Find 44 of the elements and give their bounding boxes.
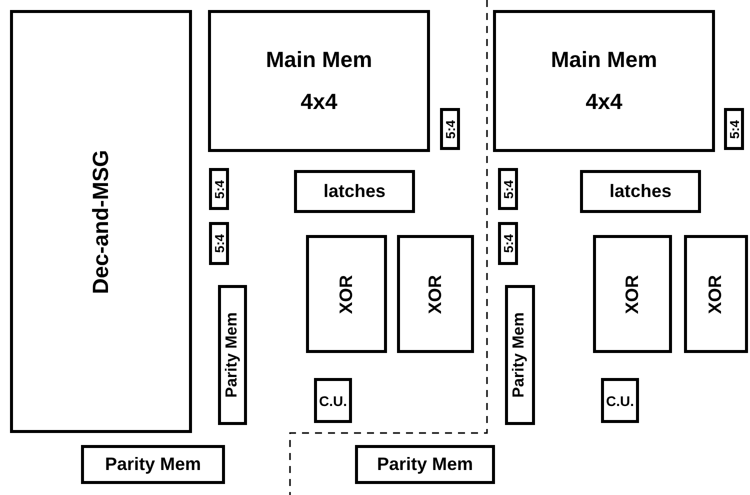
control-unit-block — [601, 378, 639, 423]
ratio-block — [724, 108, 744, 150]
block-label: latches — [323, 181, 386, 202]
block-label: Parity Mem — [376, 454, 474, 475]
memory-block — [218, 285, 247, 425]
memory-block — [355, 445, 495, 484]
xor-block — [306, 235, 387, 353]
xor-block — [397, 235, 474, 353]
block-label: Parity Mem — [224, 312, 242, 398]
memory-block — [493, 10, 715, 152]
block-label: XOR — [336, 274, 357, 314]
xor-block — [593, 235, 672, 353]
memory-block — [81, 445, 225, 484]
ratio-block — [209, 168, 229, 210]
block-label: Main Mem — [550, 47, 658, 73]
ratio-block — [209, 222, 229, 265]
block-label: 4x4 — [586, 89, 622, 115]
block-label: XOR — [706, 274, 726, 314]
ratio-block — [498, 168, 518, 210]
block-label: XOR — [425, 274, 446, 314]
memory-block — [208, 10, 430, 152]
latch-block — [294, 170, 415, 213]
memory-block — [505, 285, 535, 425]
block-label: Parity Mem — [511, 312, 529, 398]
block-label: latches — [609, 181, 672, 202]
block-label: 5:4 — [726, 120, 742, 138]
block-label: XOR — [622, 274, 643, 314]
block-label: C.U. — [606, 392, 634, 408]
ratio-block — [440, 108, 460, 150]
latch-block — [580, 170, 701, 213]
control-unit-block — [314, 378, 352, 423]
block-label: 5:4 — [212, 234, 226, 253]
block-label: 5:4 — [212, 180, 226, 198]
block-label: 5:4 — [442, 120, 458, 138]
block-label: C.U. — [319, 392, 347, 408]
block-label: 5:4 — [500, 180, 516, 198]
block-label: 4x4 — [300, 89, 338, 115]
xor-block — [684, 235, 748, 353]
block-label: Main Mem — [266, 47, 372, 73]
block-label: 5:4 — [500, 234, 516, 253]
block-label: Dec-and-MSG — [88, 149, 114, 294]
block — [10, 10, 192, 433]
ratio-block — [498, 222, 518, 265]
block-label: Parity Mem — [104, 454, 202, 475]
